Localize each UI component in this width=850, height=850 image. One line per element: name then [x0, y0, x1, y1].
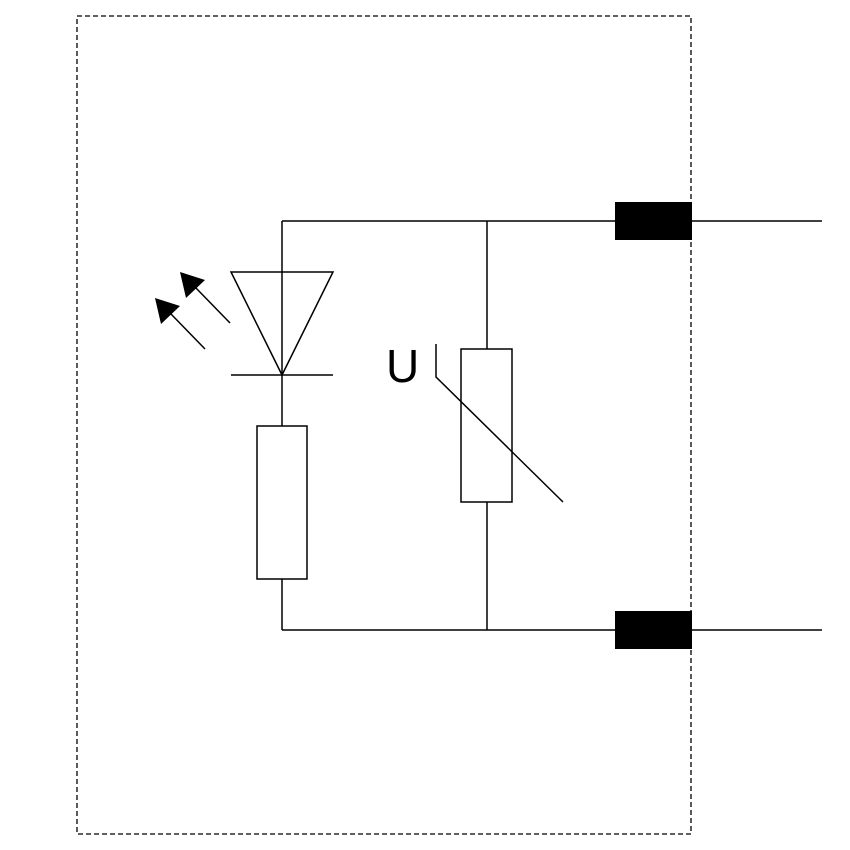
- varistor-body: [460, 348, 513, 503]
- emission-arrow-lower-head: [155, 298, 180, 324]
- emission-arrow-upper-shaft: [194, 286, 231, 324]
- emission-arrow-lower-shaft: [169, 312, 206, 350]
- bottom-terminal: [615, 611, 692, 649]
- light-emission-arrows-icon: [155, 272, 231, 350]
- led-series-resistor: [256, 425, 308, 580]
- varistor-label: U: [386, 340, 419, 392]
- varistor-slash: [435, 344, 564, 503]
- emission-arrow-upper-head: [180, 272, 205, 298]
- top-terminal: [615, 202, 692, 240]
- dashed-enclosure: [76, 15, 692, 835]
